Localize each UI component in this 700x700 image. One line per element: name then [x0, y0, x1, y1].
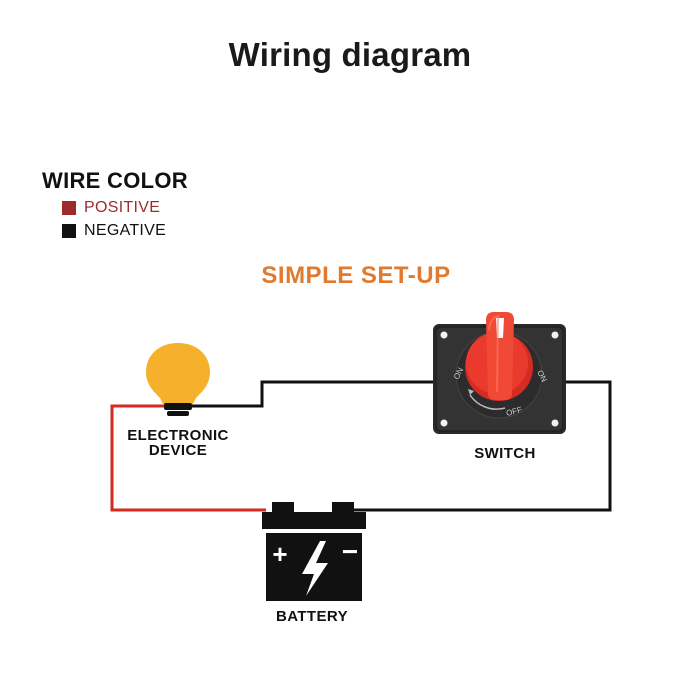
- light-bulb-icon: [146, 343, 210, 416]
- page-title: Wiring diagram: [228, 36, 472, 73]
- positive-wire: [110, 404, 266, 512]
- legend-item-positive: POSITIVE: [62, 199, 188, 217]
- battery-switch-icon: ON ON OFF: [433, 312, 566, 434]
- legend-title: WIRE COLOR: [42, 168, 188, 193]
- battery-label: BATTERY: [276, 608, 348, 625]
- negative-wire-device-to-switch: [178, 380, 458, 408]
- switch-label: SWITCH: [474, 445, 536, 462]
- legend-label-negative: NEGATIVE: [84, 222, 167, 239]
- battery-icon: + −: [262, 502, 366, 601]
- wire-color-legend: WIRE COLOR POSITIVE NEGATIVE: [42, 168, 188, 240]
- lightning-bolt-icon: [302, 541, 328, 596]
- negative-swatch: [62, 224, 76, 238]
- device-label-line2: DEVICE: [148, 442, 208, 459]
- battery-minus-sign: −: [342, 536, 358, 567]
- legend-label-positive: POSITIVE: [84, 199, 161, 216]
- switch-marking-bottom: OFF: [505, 405, 523, 418]
- legend-item-negative: NEGATIVE: [62, 222, 188, 240]
- device-label-line1: ELECTRONIC: [127, 427, 229, 444]
- negative-wire-switch-to-battery: [348, 380, 612, 512]
- battery-plus-sign: +: [272, 539, 287, 569]
- positive-swatch: [62, 201, 76, 215]
- setup-subtitle: SIMPLE SET-UP: [261, 262, 451, 289]
- device-label: ELECTRONIC DEVICE: [118, 428, 238, 458]
